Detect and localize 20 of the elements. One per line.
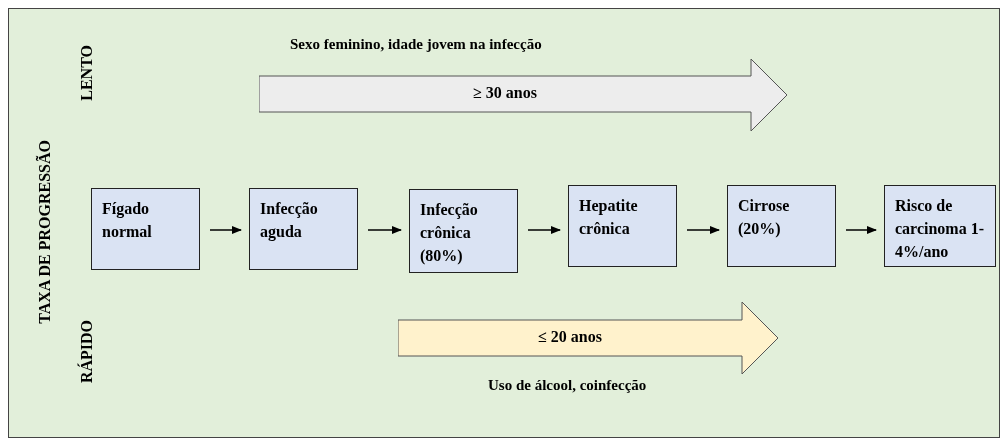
- process-box: Hepatite crônica: [568, 185, 677, 267]
- process-box: Fígado normal: [91, 188, 200, 270]
- duration-text: ≤ 20 anos: [537, 328, 603, 346]
- duration-text: ≥ 30 anos: [472, 84, 538, 102]
- arrow: [845, 226, 877, 234]
- process-box: Infecção crônica (80%): [409, 189, 518, 273]
- arrow: [686, 226, 720, 234]
- rate-label: LENTO: [78, 45, 96, 101]
- arrow-caption: Uso de álcool, coinfecção: [488, 377, 647, 394]
- axis-label: TAXA DE PROGRESSÃO: [36, 140, 54, 324]
- arrow: [209, 226, 242, 234]
- process-box: Cirrose (20%): [727, 185, 836, 267]
- rate-label: RÁPIDO: [78, 320, 96, 384]
- block-arrow: [398, 302, 778, 374]
- arrow-caption: Sexo feminino, idade jovem na infecção: [290, 36, 542, 53]
- process-box: Infecção aguda: [249, 188, 358, 270]
- process-box: Risco de carcinoma 1-4%/ano: [884, 185, 996, 267]
- arrow: [367, 226, 402, 234]
- block-arrow: [259, 59, 787, 131]
- arrow: [527, 226, 561, 234]
